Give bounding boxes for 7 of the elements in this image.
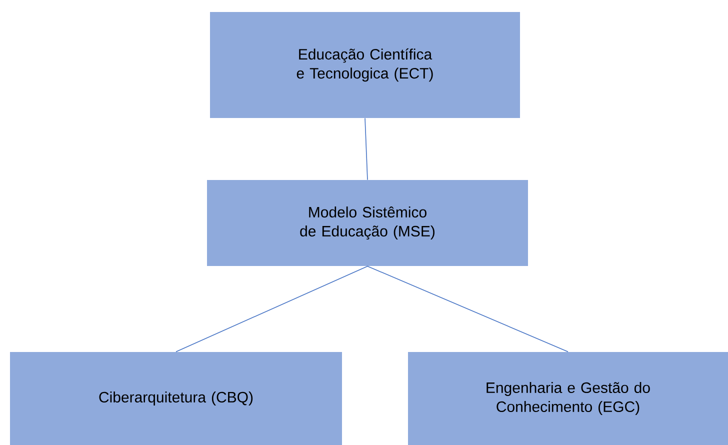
- connector-line: [364, 118, 368, 180]
- connector-line: [367, 266, 568, 352]
- connector-line: [176, 266, 368, 352]
- process-box: Modelo Sistêmico de Educação (MSE): [207, 180, 528, 266]
- process-box: Engenharia e Gestão do Conhecimento (EGC): [408, 352, 728, 445]
- process-box: Ciberarquitetura (CBQ): [10, 352, 342, 445]
- process-box: Educação Científica e Tecnologica (ECT): [210, 12, 520, 118]
